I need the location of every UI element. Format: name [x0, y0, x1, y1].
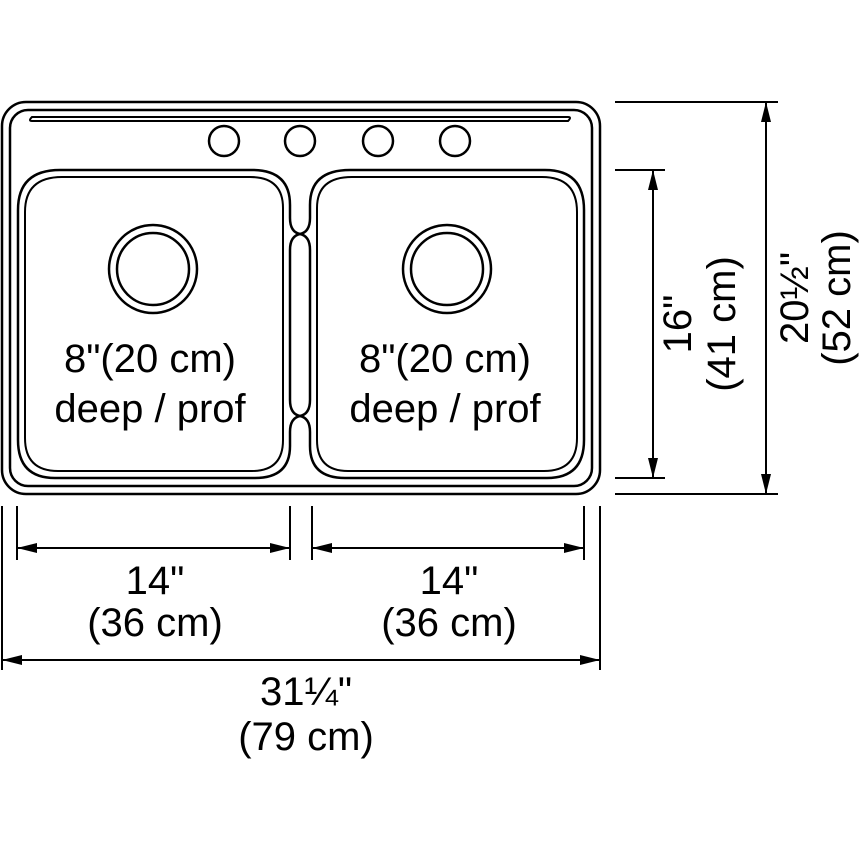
faucet-hole [361, 124, 395, 158]
right-drain-outer [401, 223, 493, 315]
left-drain-outer [107, 223, 199, 315]
left-basin-inner [24, 176, 284, 472]
right-basin-width-in: 14" [420, 559, 479, 603]
left-basin-width-in: 14" [126, 559, 185, 603]
basin-front-to-back-label: 16" (41 cm) [656, 256, 744, 392]
right-basin-inner [316, 176, 578, 472]
right-basin-outer [299, 168, 586, 480]
overall-width-in: 31¼" [260, 670, 352, 714]
basin-front-to-back-cm: (41 cm) [700, 256, 744, 392]
faucet-hole [207, 124, 241, 158]
overall-depth-label: 20½" (52 cm) [773, 230, 859, 366]
right-basin [299, 168, 586, 480]
extension-lines-right [615, 101, 778, 495]
bottom-dimension-lines [2, 543, 600, 665]
left-basin-depth-sublabel: deep / prof [54, 387, 246, 431]
faucet-holes [207, 124, 472, 158]
overall-width-cm: (79 cm) [238, 715, 374, 759]
faucet-hole [283, 124, 317, 158]
left-basin-width-cm: (36 cm) [87, 601, 223, 645]
sink-outline [0, 100, 602, 496]
left-basin [16, 168, 301, 480]
right-basin-width-cm: (36 cm) [381, 601, 517, 645]
left-basin-depth-label: 8"(20 cm) [64, 337, 236, 381]
basin-front-to-back-in: 16" [656, 295, 700, 354]
right-basin-depth-sublabel: deep / prof [349, 387, 541, 431]
sink-rim-outer [0, 100, 602, 496]
overall-depth-cm: (52 cm) [815, 230, 859, 366]
right-basin-depth-label: 8"(20 cm) [359, 337, 531, 381]
extension-lines-bottom [1, 506, 601, 670]
left-drain-inner [115, 231, 191, 307]
left-basin-outer [16, 168, 301, 480]
faucet-hole [438, 124, 472, 158]
overall-depth-in: 20½" [773, 252, 817, 344]
rim-drip-groove [29, 116, 571, 122]
sink-rim-inner [8, 108, 594, 488]
right-dimension-lines [648, 102, 771, 494]
right-drain-inner [409, 231, 485, 307]
